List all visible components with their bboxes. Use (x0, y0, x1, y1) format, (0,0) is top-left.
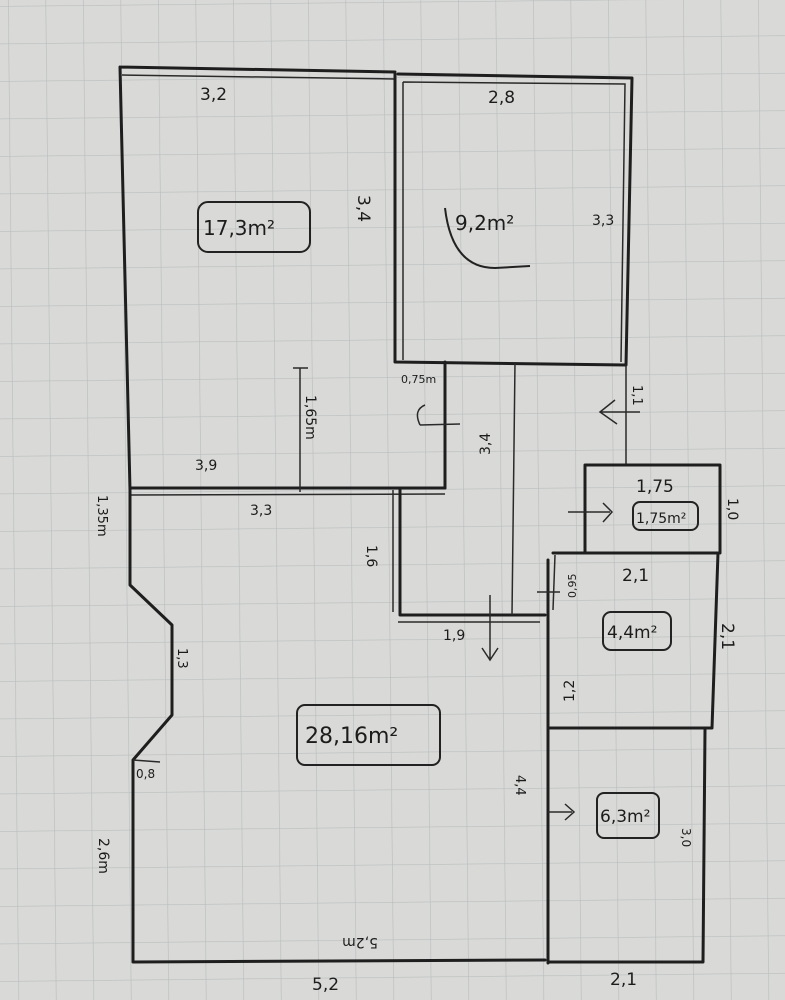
dim-living-left-lower: 2,6m (95, 838, 111, 874)
dim-hall-bottom: 1,9 (443, 628, 465, 644)
area-bathroom: 4,4m² (607, 623, 657, 643)
dim-living-left-upper: 1,35m (94, 495, 109, 537)
dim-bath-door: 0,95 (566, 574, 579, 599)
dim-kitchen-left: 4,4 (512, 775, 527, 796)
dim-bedroom1-top: 3,2 (200, 85, 227, 105)
dim-hall-length: 3,4 (478, 433, 494, 455)
dim-bedroom2-top: 2,8 (488, 88, 515, 108)
dim-bedroom2-right: 3,3 (592, 213, 614, 229)
dim-bedroom1-bottom: 3,9 (195, 458, 217, 474)
dim-bedroom1-lower: 1,65m (302, 395, 318, 440)
hallway (392, 360, 640, 623)
area-bedroom-2: 9,2m² (455, 211, 514, 235)
bedroom-1 (118, 65, 447, 496)
dim-living-top: 3,3 (250, 503, 272, 519)
dim-living-notch-depth: 0,8 (136, 767, 155, 781)
dim-hall-right: 1,1 (629, 385, 644, 406)
area-wc: 1,75m² (636, 511, 686, 527)
area-kitchen: 6,3m² (600, 807, 650, 827)
dim-wc-top: 1,75 (636, 477, 674, 497)
living-room (128, 488, 547, 964)
wc (568, 463, 722, 555)
bathroom (481, 551, 720, 965)
kitchen (546, 728, 707, 964)
dim-bedroom1-side: 3,4 (353, 195, 373, 222)
dimension-labels: 3,2 3,4 3,9 1,65m 2,8 3,3 0,75m 3,4 1,1 … (94, 85, 740, 995)
area-labels: 17,3m² 9,2m² 1,75m² 4,4m² 28,16m² 6,3m² (197, 201, 699, 839)
dim-living-bottom: 5,2 (312, 975, 339, 995)
dim-bath-top: 2,1 (622, 566, 649, 586)
dim-living-inner: 1,6 (363, 545, 379, 567)
dim-closet-width: 0,75m (401, 373, 436, 386)
dim-kitchen-right: 3,0 (679, 828, 693, 847)
area-living-room: 28,16m² (305, 724, 398, 749)
dim-bath-left: 1,2 (562, 680, 578, 702)
area-bedroom-1: 17,3m² (203, 216, 275, 240)
dim-living-notch: 1,3 (174, 648, 189, 669)
dim-bath-right: 2,1 (717, 623, 737, 650)
dim-kitchen-bottom: 2,1 (610, 970, 637, 990)
dim-living-inside-bottom: 5,2m (342, 934, 378, 950)
dim-wc-right: 1,0 (724, 498, 740, 520)
